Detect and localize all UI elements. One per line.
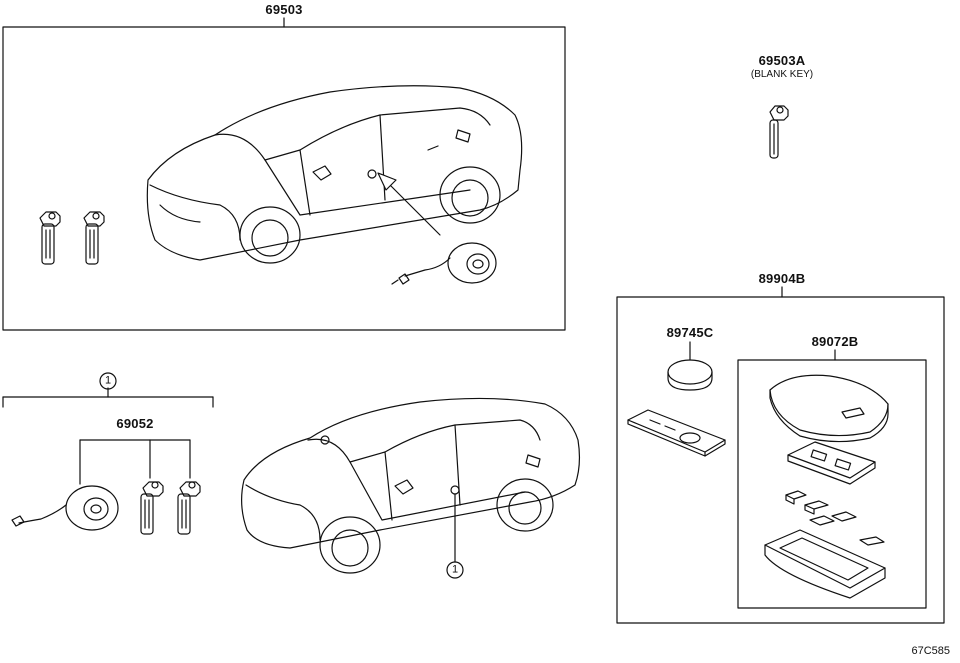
transmitter-small-parts[interactable] bbox=[785, 490, 885, 546]
key-left-2[interactable] bbox=[83, 211, 105, 265]
box-69503 bbox=[2, 17, 566, 331]
diagram-reference: 67C585 bbox=[911, 645, 950, 657]
bracket-callout-1 bbox=[2, 372, 214, 408]
battery-coin[interactable] bbox=[667, 341, 713, 391]
key-lower-1[interactable] bbox=[140, 481, 164, 535]
label-blank-key-note: (BLANK KEY) bbox=[750, 69, 814, 80]
key-lower-2[interactable] bbox=[177, 481, 201, 535]
label-89904B: 89904B bbox=[758, 271, 806, 286]
transmitter-upper-housing[interactable] bbox=[769, 374, 889, 443]
callout-number-car: 1 bbox=[451, 563, 459, 576]
leader-69052 bbox=[79, 439, 191, 485]
blank-key[interactable] bbox=[769, 105, 789, 159]
door-lock-cylinder-top[interactable] bbox=[391, 242, 497, 285]
callout-number-top: 1 bbox=[104, 374, 112, 387]
box-89904B bbox=[616, 286, 945, 624]
label-69503: 69503 bbox=[265, 2, 303, 17]
arrow-door-cylinder bbox=[377, 172, 441, 236]
transmitter-inner-tray[interactable] bbox=[787, 441, 876, 485]
transmitter-lower-housing[interactable] bbox=[764, 529, 886, 599]
label-69503A: 69503A bbox=[758, 53, 806, 68]
car-top bbox=[146, 85, 523, 264]
battery-plate[interactable] bbox=[627, 409, 726, 457]
key-left-1[interactable] bbox=[39, 211, 61, 265]
label-69052: 69052 bbox=[116, 416, 154, 431]
car-bottom bbox=[241, 397, 581, 574]
door-lock-cylinder-bottom[interactable] bbox=[11, 485, 119, 531]
label-89072B: 89072B bbox=[811, 334, 859, 349]
label-89745C: 89745C bbox=[666, 325, 714, 340]
box-89072B bbox=[737, 349, 927, 609]
callout-1-car bbox=[446, 493, 464, 579]
